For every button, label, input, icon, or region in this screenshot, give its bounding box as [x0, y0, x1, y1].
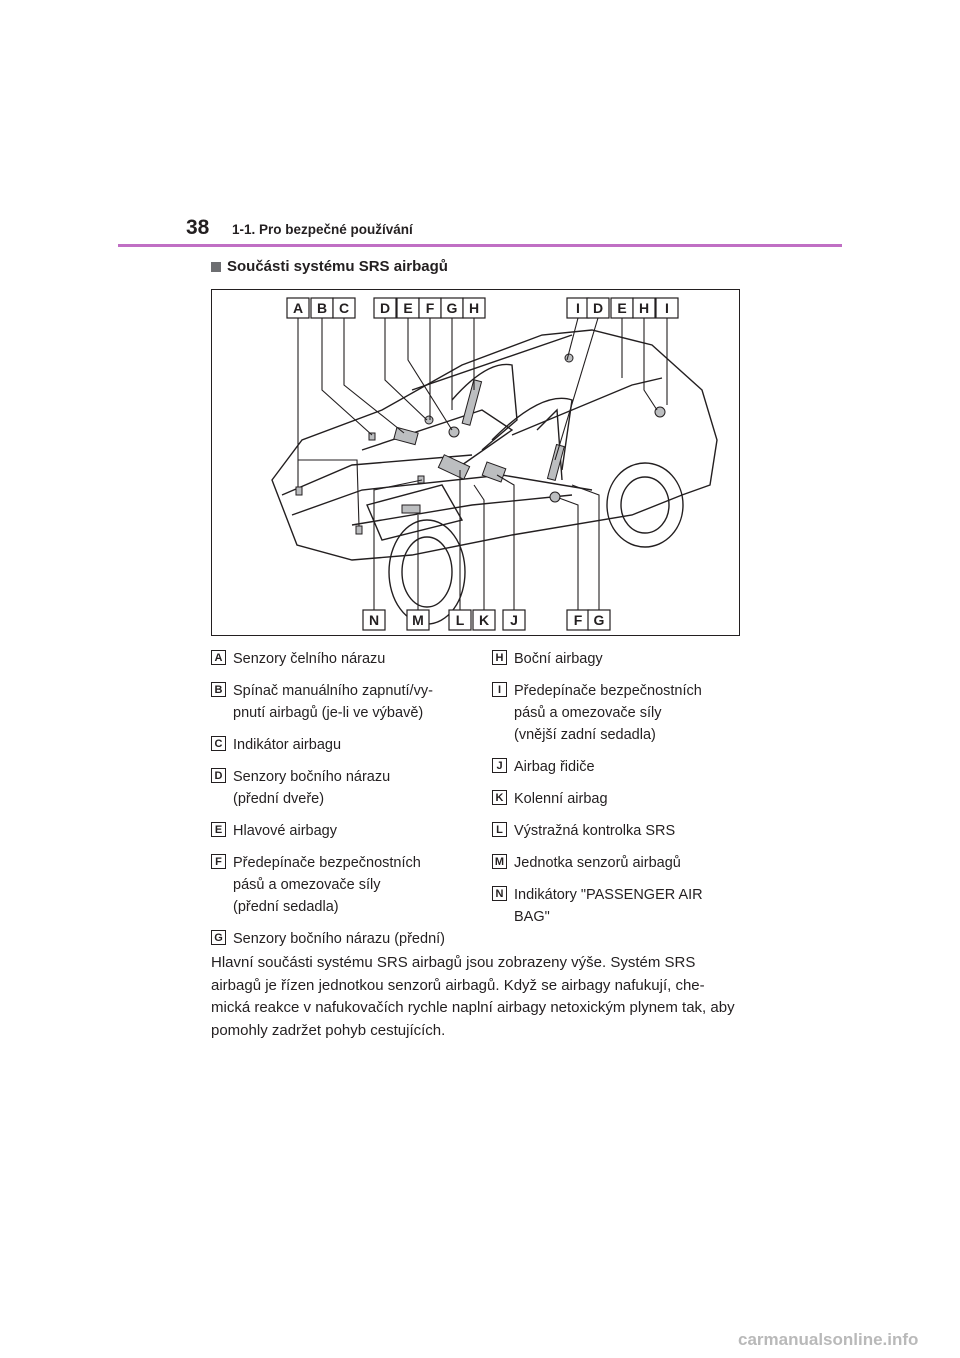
top-label-10: D	[586, 297, 610, 319]
legend-item-f: F Předepínače bezpečnostních pásů a omezo…	[211, 852, 481, 918]
top-label-text: H	[469, 300, 479, 316]
top-label-13: I	[655, 297, 679, 319]
legend-item-d: D Senzory bočního nárazu (přední dveře)	[211, 766, 481, 810]
legend-text: Hlavové airbagy	[233, 823, 337, 839]
leader-lines	[297, 317, 668, 610]
legend-text: Předepínače bezpečnostních pásů a omezov…	[514, 683, 702, 743]
top-label-text: C	[339, 300, 349, 316]
legend-key: M	[492, 854, 507, 869]
legend-key: L	[492, 822, 507, 837]
legend-item-b: B Spínač manuálního zapnutí/vy- pnutí air…	[211, 680, 481, 724]
top-label-11: E	[610, 297, 634, 319]
legend-text: Indikátory "PASSENGER AIR BAG"	[514, 887, 703, 925]
top-label-3: C	[332, 297, 356, 319]
bottom-label-text: N	[369, 612, 379, 628]
bottom-label-1: N	[362, 609, 386, 631]
legend-item-n: N Indikátory "PASSENGER AIR BAG"	[492, 884, 742, 928]
legend-item-c: C Indikátor airbagu	[211, 734, 481, 756]
legend-text: Airbag řidiče	[514, 759, 595, 775]
bottom-label-text: L	[456, 612, 465, 628]
legend-text: Předepínače bezpečnostních pásů a omezov…	[233, 855, 421, 915]
legend-key: A	[211, 650, 226, 665]
legend-text: Spínač manuálního zapnutí/vy- pnutí airb…	[233, 683, 433, 721]
legend-key: N	[492, 886, 507, 901]
top-label-text: I	[576, 300, 580, 316]
legend-key: K	[492, 790, 507, 805]
bottom-label-7: G	[587, 609, 611, 631]
legend-key: E	[211, 822, 226, 837]
top-label-1: A	[286, 297, 310, 319]
legend-key: D	[211, 768, 226, 783]
top-label-5: E	[396, 297, 420, 319]
legend-item-l: L Výstražná kontrolka SRS	[492, 820, 742, 842]
legend-text: Senzory bočního nárazu (přední)	[233, 931, 445, 947]
bottom-label-text: G	[594, 612, 605, 628]
legend-text: Výstražná kontrolka SRS	[514, 823, 676, 839]
top-label-8: H	[462, 297, 486, 319]
legend-item-h: H Boční airbagy	[492, 648, 742, 670]
bottom-label-5: J	[502, 609, 526, 631]
legend-item-k: K Kolenní airbag	[492, 788, 742, 810]
top-label-text: G	[447, 300, 458, 316]
top-label-2: B	[310, 297, 334, 319]
legend-text: Kolenní airbag	[514, 791, 608, 807]
bottom-label-text: K	[479, 612, 489, 628]
bottom-label-3: L	[448, 609, 472, 631]
legend-key: G	[211, 930, 226, 945]
top-label-4: D	[373, 297, 397, 319]
section-heading: Součásti systému SRS airbagů	[211, 258, 448, 275]
top-label-text: F	[426, 300, 435, 316]
top-label-12: H	[632, 297, 656, 319]
top-label-text: I	[665, 300, 669, 316]
legend-text: Indikátor airbagu	[233, 737, 342, 753]
top-label-7: G	[440, 297, 464, 319]
legend-key: C	[211, 736, 226, 751]
legend-item-m: M Jednotka senzorů airbagů	[492, 852, 742, 874]
top-label-9: I	[566, 297, 590, 319]
body-paragraph: Hlavní součásti systému SRS airbagů jsou…	[211, 954, 735, 1039]
bottom-label-4: K	[472, 609, 496, 631]
chapter-title: 1-1. Pro bezpečné používání	[232, 222, 413, 237]
legend-key: B	[211, 682, 226, 697]
bottom-label-text: M	[412, 612, 424, 628]
top-label-text: E	[403, 300, 412, 316]
bottom-label-2: M	[406, 609, 430, 631]
legend-text: Senzory bočního nárazu (přední dveře)	[233, 769, 391, 807]
legend-text: Boční airbagy	[514, 651, 603, 667]
top-label-text: A	[293, 300, 303, 316]
legend-item-i: I Předepínače bezpečnostních pásů a omezo…	[492, 680, 742, 746]
header-rule	[118, 244, 842, 247]
legend-text: Jednotka senzorů airbagů	[514, 855, 681, 871]
top-label-text: B	[317, 300, 327, 316]
legend-item-a: A Senzory čelního nárazu	[211, 648, 481, 670]
legend-item-e: E Hlavové airbagy	[211, 820, 481, 842]
bottom-label-text: J	[510, 612, 518, 628]
component-parts	[295, 353, 666, 535]
legend-text: Senzory čelního nárazu	[233, 651, 386, 667]
legend-key: F	[211, 854, 226, 869]
legend-item-j: J Airbag řidiče	[492, 756, 742, 778]
watermark: carmanualsonline.info	[738, 1330, 919, 1349]
legend-item-g: G Senzory bočního nárazu (přední)	[211, 928, 481, 950]
bottom-label-text: F	[574, 612, 583, 628]
page-number: 38	[186, 216, 210, 239]
top-label-text: H	[639, 300, 649, 316]
square-bullet-icon	[211, 261, 221, 272]
top-label-6: F	[418, 297, 442, 319]
legend-key: J	[492, 758, 507, 773]
section-title: Součásti systému SRS airbagů	[227, 258, 448, 275]
top-label-text: E	[617, 300, 626, 316]
car-outline	[271, 329, 718, 625]
bottom-label-6: F	[566, 609, 590, 631]
legend-key: H	[492, 650, 507, 665]
top-label-text: D	[380, 300, 390, 316]
top-label-text: D	[593, 300, 603, 316]
legend-key: I	[492, 682, 507, 697]
